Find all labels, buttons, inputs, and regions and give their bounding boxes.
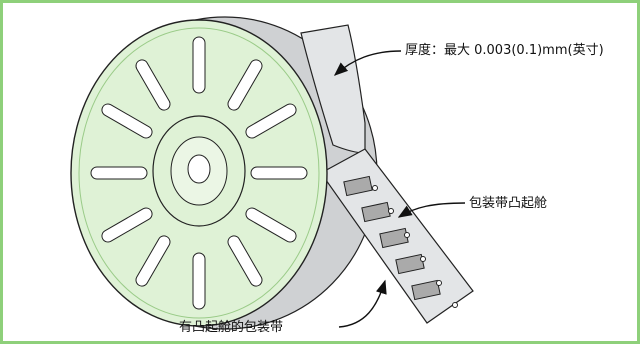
carrier-tape-label: 有凸起舱的包装带 bbox=[179, 320, 284, 335]
cavity-callout-arrow bbox=[397, 202, 466, 218]
cavity-label: 包装带凸起舱 bbox=[469, 196, 548, 211]
tape-reel-diagram bbox=[70, 16, 474, 330]
reel-front-rim bbox=[78, 27, 320, 319]
cavity-pocket bbox=[343, 175, 373, 197]
spoke bbox=[245, 103, 297, 139]
spoke bbox=[192, 36, 206, 94]
sprocket-hole bbox=[372, 185, 378, 191]
carrier-tape-callout-arrow bbox=[338, 279, 387, 328]
spoke bbox=[192, 252, 206, 310]
spoke bbox=[227, 59, 263, 111]
sprocket-hole bbox=[436, 280, 442, 286]
sprocket-hole bbox=[388, 208, 394, 214]
reel-hub-hole bbox=[187, 154, 211, 184]
sprocket-holes bbox=[372, 185, 458, 308]
spoke bbox=[101, 103, 153, 139]
spoke bbox=[250, 166, 308, 180]
reel-spokes bbox=[90, 36, 308, 310]
sprocket-hole bbox=[404, 232, 410, 238]
spoke bbox=[101, 207, 153, 243]
cavity-pocket bbox=[411, 279, 441, 301]
tape-upper-strip bbox=[300, 24, 366, 154]
spoke bbox=[90, 166, 148, 180]
spoke bbox=[227, 235, 263, 287]
spoke bbox=[135, 235, 171, 287]
thickness-callout-arrow bbox=[333, 50, 402, 76]
thickness-label: 厚度：最大 0.003(0.1)mm(英寸) bbox=[405, 43, 604, 58]
spoke bbox=[135, 59, 171, 111]
spoke bbox=[245, 207, 297, 243]
tape-cavities bbox=[343, 175, 441, 301]
sprocket-hole bbox=[452, 302, 458, 308]
sprocket-hole bbox=[420, 256, 426, 262]
